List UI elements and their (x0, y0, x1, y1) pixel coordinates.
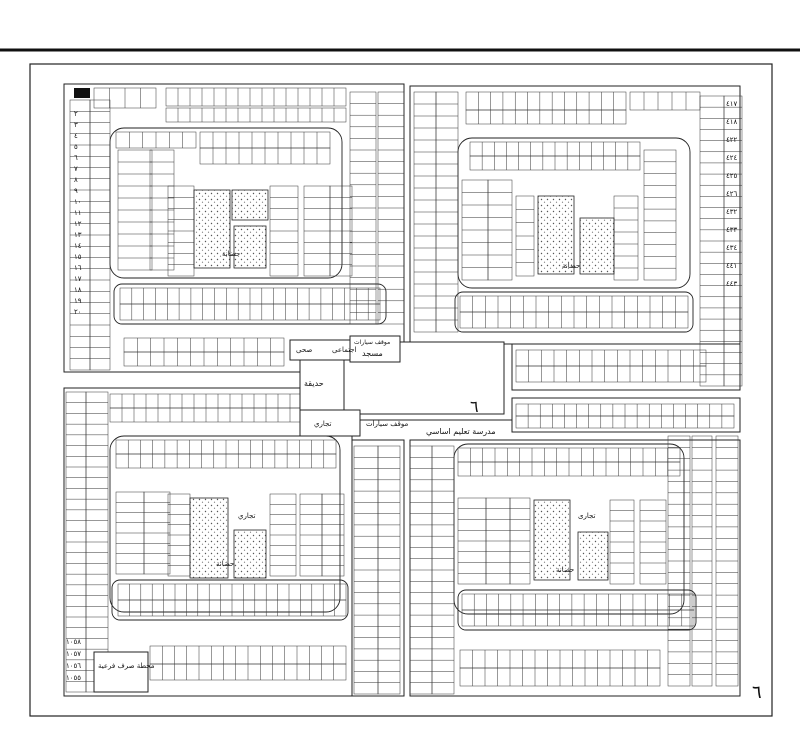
plot-number: ٩ (74, 187, 78, 195)
plot-number: ٤١٨ (726, 118, 738, 126)
plot-number: ١٦ (74, 264, 82, 272)
social-label: اجتماعى (332, 346, 357, 354)
commercial-c-label: تجارى (578, 512, 596, 520)
plot-number: ٤٤١ (726, 262, 737, 270)
nursery-br-label: حضانة (556, 566, 574, 574)
plot-number: ٤٤٣ (726, 280, 738, 288)
mosque-label: مسجد (362, 349, 383, 358)
plot-number: ١١ (74, 209, 82, 217)
plot-number: ٤٢٦ (726, 190, 738, 198)
sewage-station-label: محطة صرف فرعية (98, 662, 155, 670)
block-outlines (109, 127, 697, 631)
plot-number: ١٠٥٧ (66, 650, 81, 658)
plot-number: ٢ (74, 110, 78, 118)
plot-number: ١٠٥٥ (66, 674, 81, 682)
commercial-center-label: تجاري (314, 420, 332, 428)
park-label: حديقة (304, 379, 324, 388)
plot-number: ٢٠ (74, 308, 82, 316)
school-label: مدرسة تعليم اساسي (426, 427, 496, 436)
legend-marker (74, 88, 90, 98)
health-label: صحى (296, 346, 312, 354)
plot-number: ٤٣٢ (726, 208, 738, 216)
plot-number: ١٩ (74, 297, 82, 305)
plot-number-samples: ٢ ٣ ٤ ٥ ٦ ٧ ٨ ٩ ١٠ ١١ ١٢ ١٣ ١٤ ١٥ ١٦ ١٧ ١٨ ١٩ ٢٠ ١٠٥٨ ١٠٥٧ ١٠… (66, 100, 738, 682)
quadrant-outlines (63, 83, 741, 697)
plot-number: ١٠ (74, 198, 82, 206)
plot-number: ٥ (74, 143, 78, 151)
parking-bottom-label: موقف سيارات (366, 420, 408, 428)
plot-number: ٤٣٣ (726, 226, 738, 234)
district-number: ٦ (470, 397, 479, 416)
plot-number: ٤٢٤ (726, 154, 738, 162)
nursery-bl-label: حضانة (216, 560, 234, 568)
plot-number: ٤٣٤ (726, 244, 738, 252)
plot-number: ٦ (74, 154, 78, 162)
plot-number: ٤١٧ (726, 100, 738, 108)
plot-number: ١٠٥٦ (66, 662, 81, 670)
central-services (289, 335, 512, 437)
plot-number: ١٠٥٨ (66, 638, 81, 646)
plot-number: ٧ (74, 165, 78, 173)
green-areas (189, 189, 615, 581)
plot-number: ١٨ (74, 286, 82, 294)
plot-number: ٤٢٢ (726, 136, 738, 144)
plot-grid (65, 87, 743, 695)
plot-number: ١٣ (74, 231, 82, 239)
plot-number: ٣ (74, 121, 78, 129)
plot-number: ١٧ (74, 275, 82, 283)
sewage-station-box (93, 651, 149, 693)
parking-top-label: موقف سيارات (354, 339, 390, 346)
plot-number: ٤٢٥ (726, 172, 738, 180)
plot-number: ٨ (74, 176, 78, 184)
corner-number: ٦ (752, 682, 762, 703)
plot-number: ١٤ (74, 242, 82, 250)
plot-number: ١٥ (74, 253, 82, 261)
nursery-tl-label: حضانة (222, 250, 240, 258)
plot-number: ٤ (74, 132, 78, 140)
plot-number: ١٢ (74, 220, 82, 228)
commercial-b-label: تجاري (238, 512, 256, 520)
nursery-tr-label: حضانة (562, 262, 580, 270)
